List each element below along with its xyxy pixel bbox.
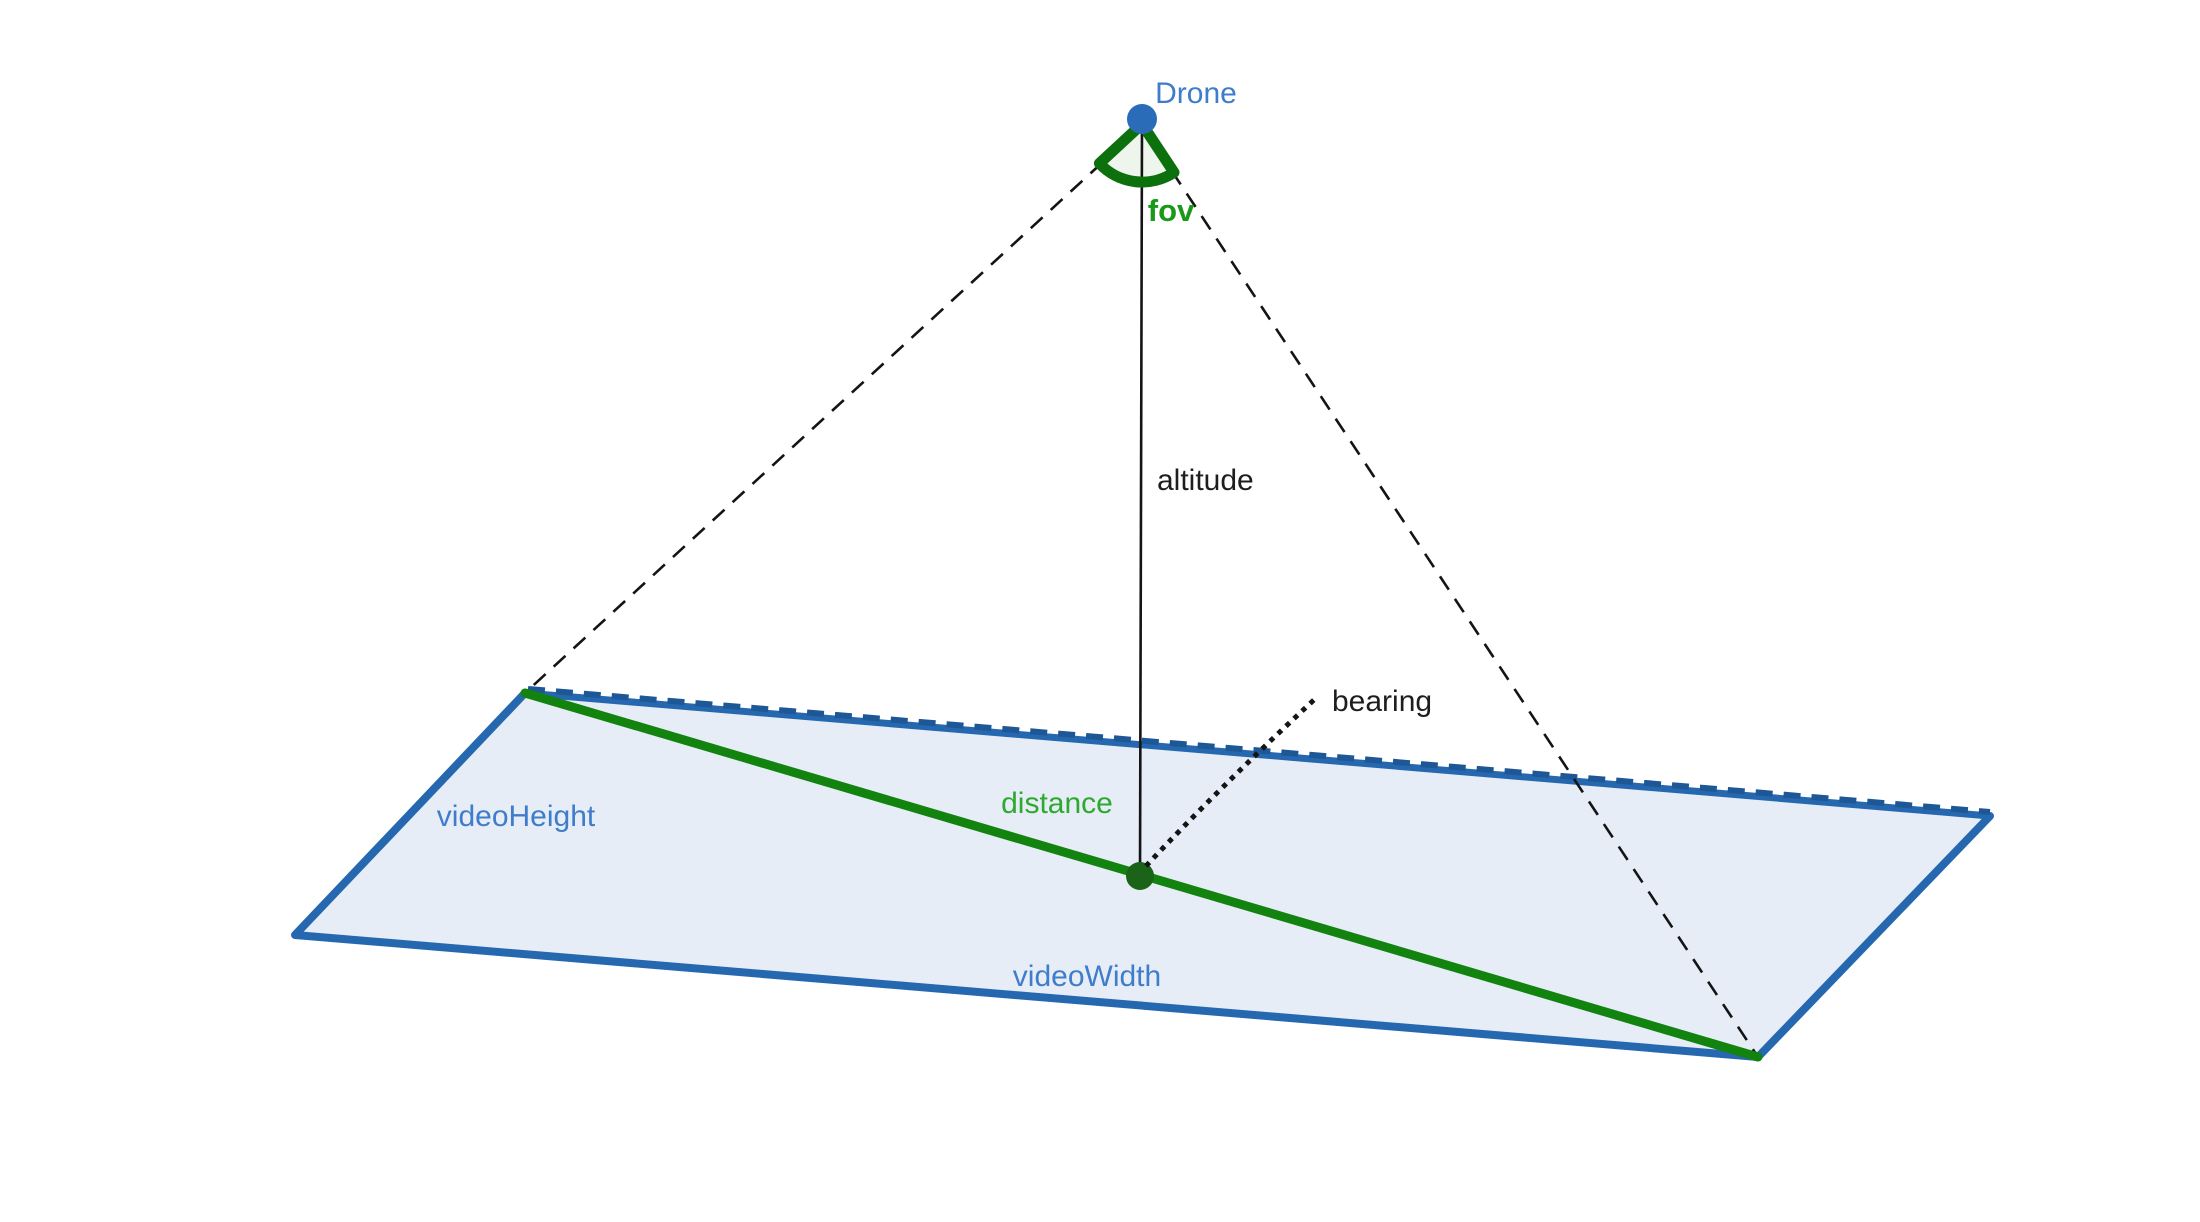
fov-label: fov <box>1148 193 1195 228</box>
drone-label: Drone <box>1155 77 1237 110</box>
distance-label: distance <box>1001 787 1113 820</box>
video-width-label: videoWidth <box>1013 960 1161 993</box>
video-height-label: videoHeight <box>437 800 596 833</box>
footprint-side-edges <box>291 689 1994 1061</box>
altitude-line <box>1138 123 1144 877</box>
altitude-label: altitude <box>1157 464 1254 497</box>
ground-target-point <box>1126 862 1154 890</box>
fov-angle-arc <box>1093 118 1180 188</box>
bearing-label: bearing <box>1332 685 1432 718</box>
bearing-line <box>1144 696 1318 868</box>
footprint-top-edge-dashes <box>527 686 1991 815</box>
fov-wedge-fill <box>1099 124 1174 183</box>
sight-line-left <box>524 125 1143 694</box>
sight-line-right <box>1140 125 1760 1058</box>
drone-point <box>1127 104 1157 134</box>
